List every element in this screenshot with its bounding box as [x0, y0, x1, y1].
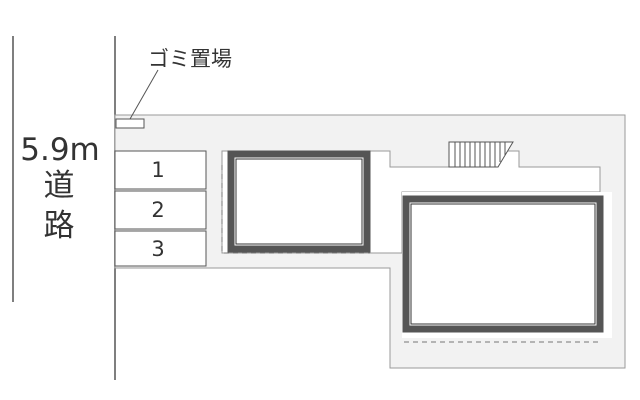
building-a-inner-line [235, 158, 363, 245]
building-a-wall [227, 150, 371, 253]
building-a-dashed-line [221, 165, 370, 254]
garbage-area-box [115, 118, 145, 129]
parking-space-2 [114, 190, 207, 230]
parking-space-1 [114, 150, 207, 190]
parking-space-3-label: 3 [151, 237, 164, 261]
road-label-char-2: 路 [44, 208, 75, 244]
road-width-label: 5.9m [20, 132, 100, 168]
garbage-area-label: ゴミ置場 [148, 47, 232, 71]
road-label-char-1: 道 [44, 168, 75, 204]
parking-area: 1 2 3 [114, 150, 207, 267]
garbage-area-leader-line [129, 69, 159, 120]
parking-space-1-label: 1 [151, 158, 164, 182]
building-b-inner-line [410, 203, 596, 325]
parking-space-3 [114, 230, 207, 267]
staircase-icon [448, 141, 514, 168]
parking-space-2-label: 2 [151, 198, 164, 222]
building-b-wall [402, 195, 604, 333]
